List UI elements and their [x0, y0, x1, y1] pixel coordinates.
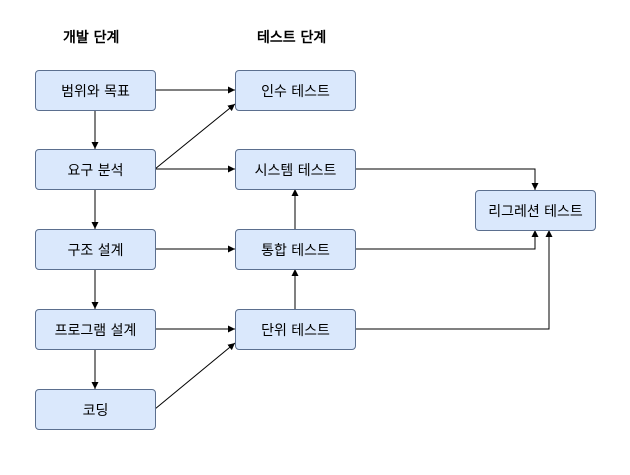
- node-requirements: 요구 분석: [35, 149, 156, 190]
- node-architecture: 구조 설계: [35, 229, 156, 270]
- edge-unit-to-regression: [355, 230, 553, 330]
- development-phase-header: 개발 단계: [63, 30, 120, 46]
- edge-requirements-to-acceptance: [154, 103, 236, 170]
- node-scope: 범위와 목표: [35, 70, 156, 111]
- edge-system-to-regression: [355, 168, 539, 190]
- node-coding: 코딩: [35, 389, 156, 430]
- testing-phase-header: 테스트 단계: [257, 30, 327, 46]
- node-integration-test: 통합 테스트: [235, 229, 356, 270]
- edge-integration-to-regression: [355, 230, 539, 250]
- node-unit-test: 단위 테스트: [235, 309, 356, 350]
- node-system-test: 시스템 테스트: [235, 149, 356, 190]
- node-regression-test: 리그레션 테스트: [475, 190, 596, 231]
- edge-coding-to-unit: [154, 342, 236, 410]
- node-acceptance-test: 인수 테스트: [235, 70, 356, 111]
- node-program-design: 프로그램 설계: [35, 309, 156, 350]
